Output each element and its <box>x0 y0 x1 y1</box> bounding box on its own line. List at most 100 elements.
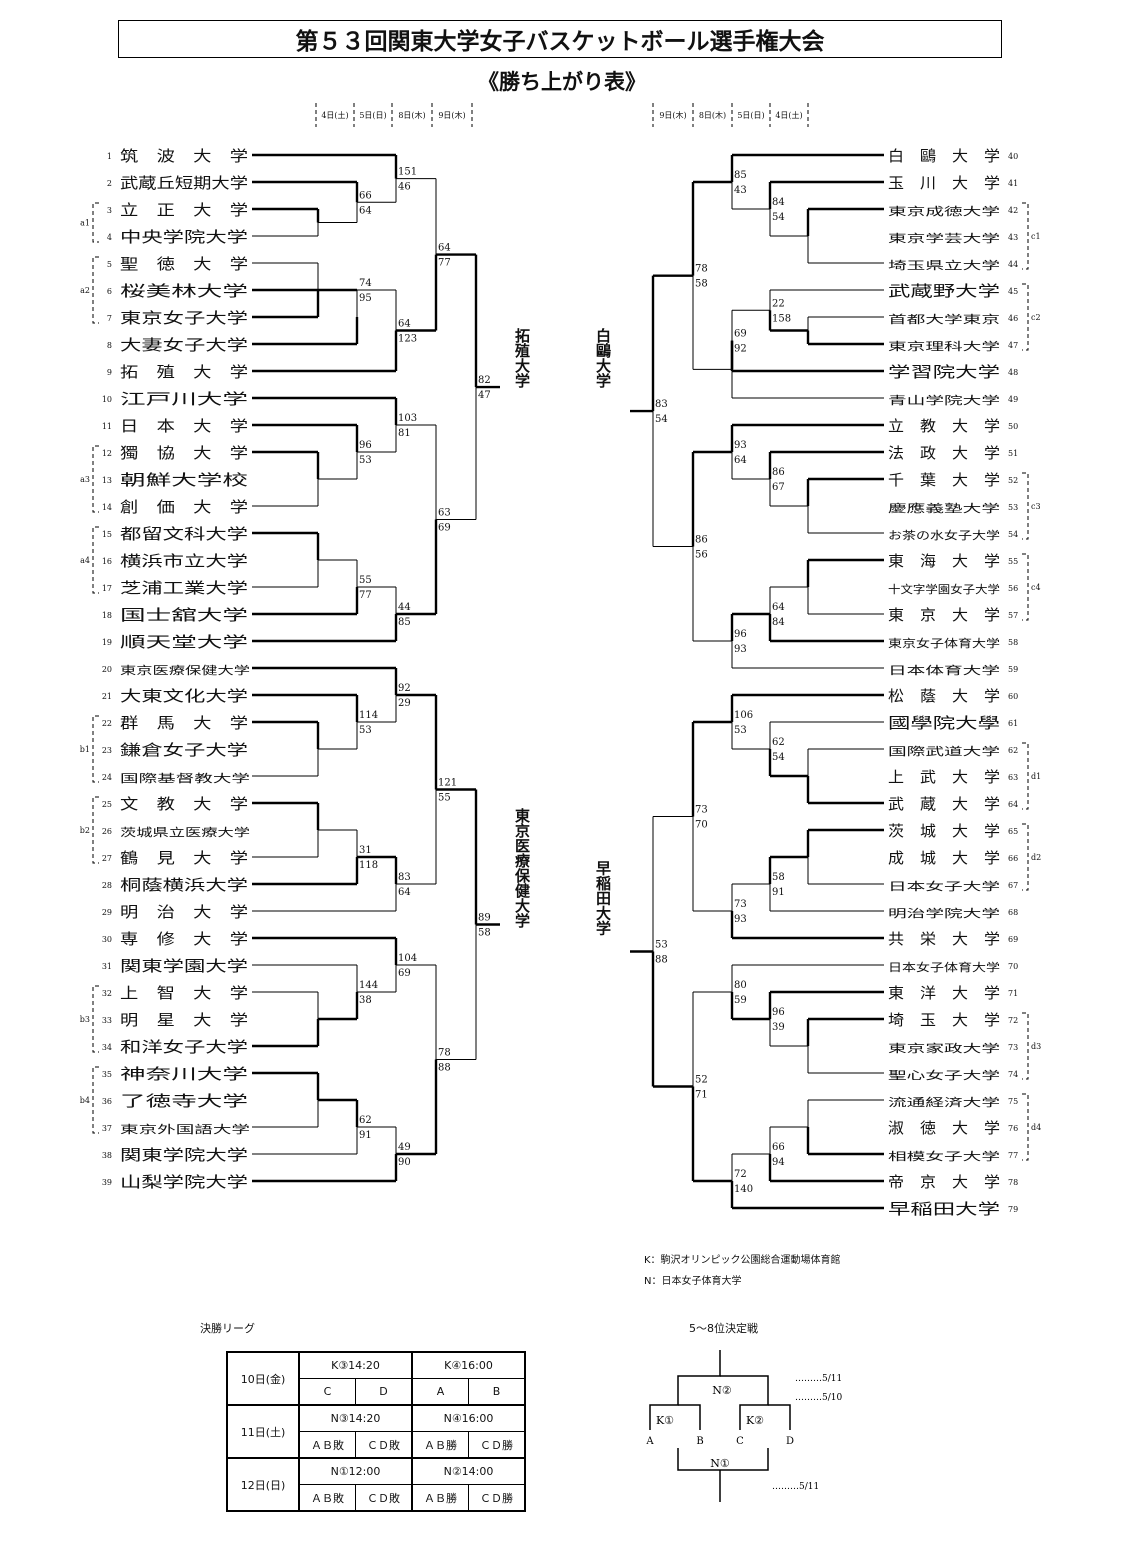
team-name-left: 上 智 大 学 <box>120 984 248 1002</box>
match-score: 22 <box>772 298 785 309</box>
league-cell: ＡＢ勝 <box>411 1484 469 1512</box>
team-seed-number: 25 <box>102 800 112 809</box>
team-seed-number: 66 <box>1008 854 1018 863</box>
match-score: 44 <box>398 602 411 613</box>
team-name-left: 大東文化大学 <box>120 687 248 705</box>
match-score: 52 <box>695 1075 708 1086</box>
team-seed-number: 62 <box>1008 746 1018 755</box>
placement-date: ………5/11 <box>772 1482 819 1492</box>
team-name-right: 十文字学園女子大学 <box>888 582 1000 596</box>
match-score: 64 <box>438 243 451 254</box>
team-name-left: 鶴 見 大 学 <box>120 849 248 867</box>
league-day: 12日(日) <box>226 1457 300 1512</box>
team-name-right: 成 城 大 学 <box>888 849 1000 867</box>
team-name-right: 埼 玉 大 学 <box>888 1011 1000 1029</box>
team-seed-number: 70 <box>1008 962 1018 971</box>
team-seed-number: 46 <box>1008 314 1018 323</box>
group-label: a1 <box>80 219 90 228</box>
team-name-left: 横浜市立大学 <box>120 552 248 570</box>
match-score: 73 <box>734 899 747 910</box>
placement-line <box>768 1404 791 1430</box>
match-score: 123 <box>398 334 417 345</box>
team-name-right: 武 蔵 大 学 <box>888 795 1000 813</box>
team-name-right: 東京成徳大学 <box>888 204 1000 218</box>
league-cell: ＣＤ敗 <box>355 1431 413 1459</box>
match-score: 53 <box>359 725 372 736</box>
team-seed-number: 5 <box>107 260 112 269</box>
match-score: 71 <box>695 1090 708 1101</box>
team-seed-number: 45 <box>1008 287 1018 296</box>
group-bracket <box>92 1066 99 1134</box>
group-bracket <box>1022 823 1029 891</box>
match-score: 84 <box>772 197 785 208</box>
group-bracket <box>1022 742 1029 810</box>
placement-line <box>678 1404 701 1430</box>
placement-title: 5～8位決定戦 <box>689 1322 758 1335</box>
team-name-right: 東 海 大 学 <box>888 552 1000 570</box>
team-seed-number: 74 <box>1008 1070 1018 1079</box>
match-score: 59 <box>734 995 747 1006</box>
match-score: 94 <box>772 1157 785 1168</box>
team-name-right: 明治学院大学 <box>888 906 1000 920</box>
match-score: 38 <box>359 995 372 1006</box>
team-name-left: 東京医療保健大学 <box>120 663 250 677</box>
match-score: 62 <box>359 1115 372 1126</box>
team-seed-number: 7 <box>107 314 112 323</box>
team-name-left: 明 星 大 学 <box>120 1011 248 1029</box>
group-label: a3 <box>80 475 90 484</box>
team-name-right: 首都大学東京 <box>888 312 1000 326</box>
team-name-right: 松 蔭 大 学 <box>888 687 1000 705</box>
match-score: 77 <box>438 258 451 269</box>
league-cell: D <box>355 1378 413 1406</box>
team-name-right: 立 教 大 学 <box>888 417 1000 435</box>
group-bracket <box>92 445 99 513</box>
team-name-left: 専 修 大 学 <box>120 930 248 948</box>
match-score: 80 <box>734 980 747 991</box>
group-bracket <box>92 526 99 594</box>
match-score: 62 <box>772 737 785 748</box>
team-name-left: 筑 波 大 学 <box>120 147 248 165</box>
group-bracket <box>92 796 99 864</box>
team-seed-number: 50 <box>1008 422 1018 431</box>
placement-top-match: N② <box>712 1384 732 1397</box>
match-score: 91 <box>359 1130 372 1141</box>
group-label: b1 <box>80 745 90 754</box>
group-bracket <box>92 202 99 243</box>
team-seed-number: 18 <box>102 611 112 620</box>
team-seed-number: 54 <box>1008 530 1018 539</box>
league-slot: N④16:00 <box>411 1404 526 1432</box>
group-label: a2 <box>80 286 90 295</box>
team-seed-number: 36 <box>102 1097 112 1106</box>
team-seed-number: 6 <box>107 287 112 296</box>
match-score: 92 <box>398 683 411 694</box>
league-cell: ＣＤ敗 <box>355 1484 413 1512</box>
team-seed-number: 58 <box>1008 638 1018 647</box>
match-score: 72 <box>734 1169 747 1180</box>
match-score: 86 <box>772 467 785 478</box>
match-score: 64 <box>772 602 785 613</box>
winner-label-tokyo-iryo: 東京医療保健大学 <box>513 807 531 929</box>
team-seed-number: 12 <box>102 449 112 458</box>
match-score: 96 <box>734 629 747 640</box>
round-date-right: 9日(木) <box>659 110 686 120</box>
match-score: 56 <box>695 550 708 561</box>
round-date-right: 4日(土) <box>775 110 802 120</box>
match-score: 64 <box>734 455 747 466</box>
match-score: 83 <box>655 399 668 410</box>
team-name-left: 関東学院大学 <box>120 1146 248 1164</box>
match-score: 46 <box>398 182 411 193</box>
team-seed-number: 29 <box>102 908 112 917</box>
team-name-left: 桜美林大学 <box>120 282 248 300</box>
team-name-right: 千 葉 大 学 <box>888 471 1000 489</box>
match-score: 64 <box>359 205 372 216</box>
team-name-right: 青山学院大学 <box>888 393 1000 407</box>
team-seed-number: 47 <box>1008 341 1018 350</box>
placement-bottom-match: N① <box>710 1457 730 1470</box>
team-seed-number: 60 <box>1008 692 1018 701</box>
team-seed-number: 44 <box>1008 260 1018 269</box>
round-date-left: 9日(木) <box>438 110 465 120</box>
team-seed-number: 49 <box>1008 395 1018 404</box>
match-score: 31 <box>359 845 372 856</box>
